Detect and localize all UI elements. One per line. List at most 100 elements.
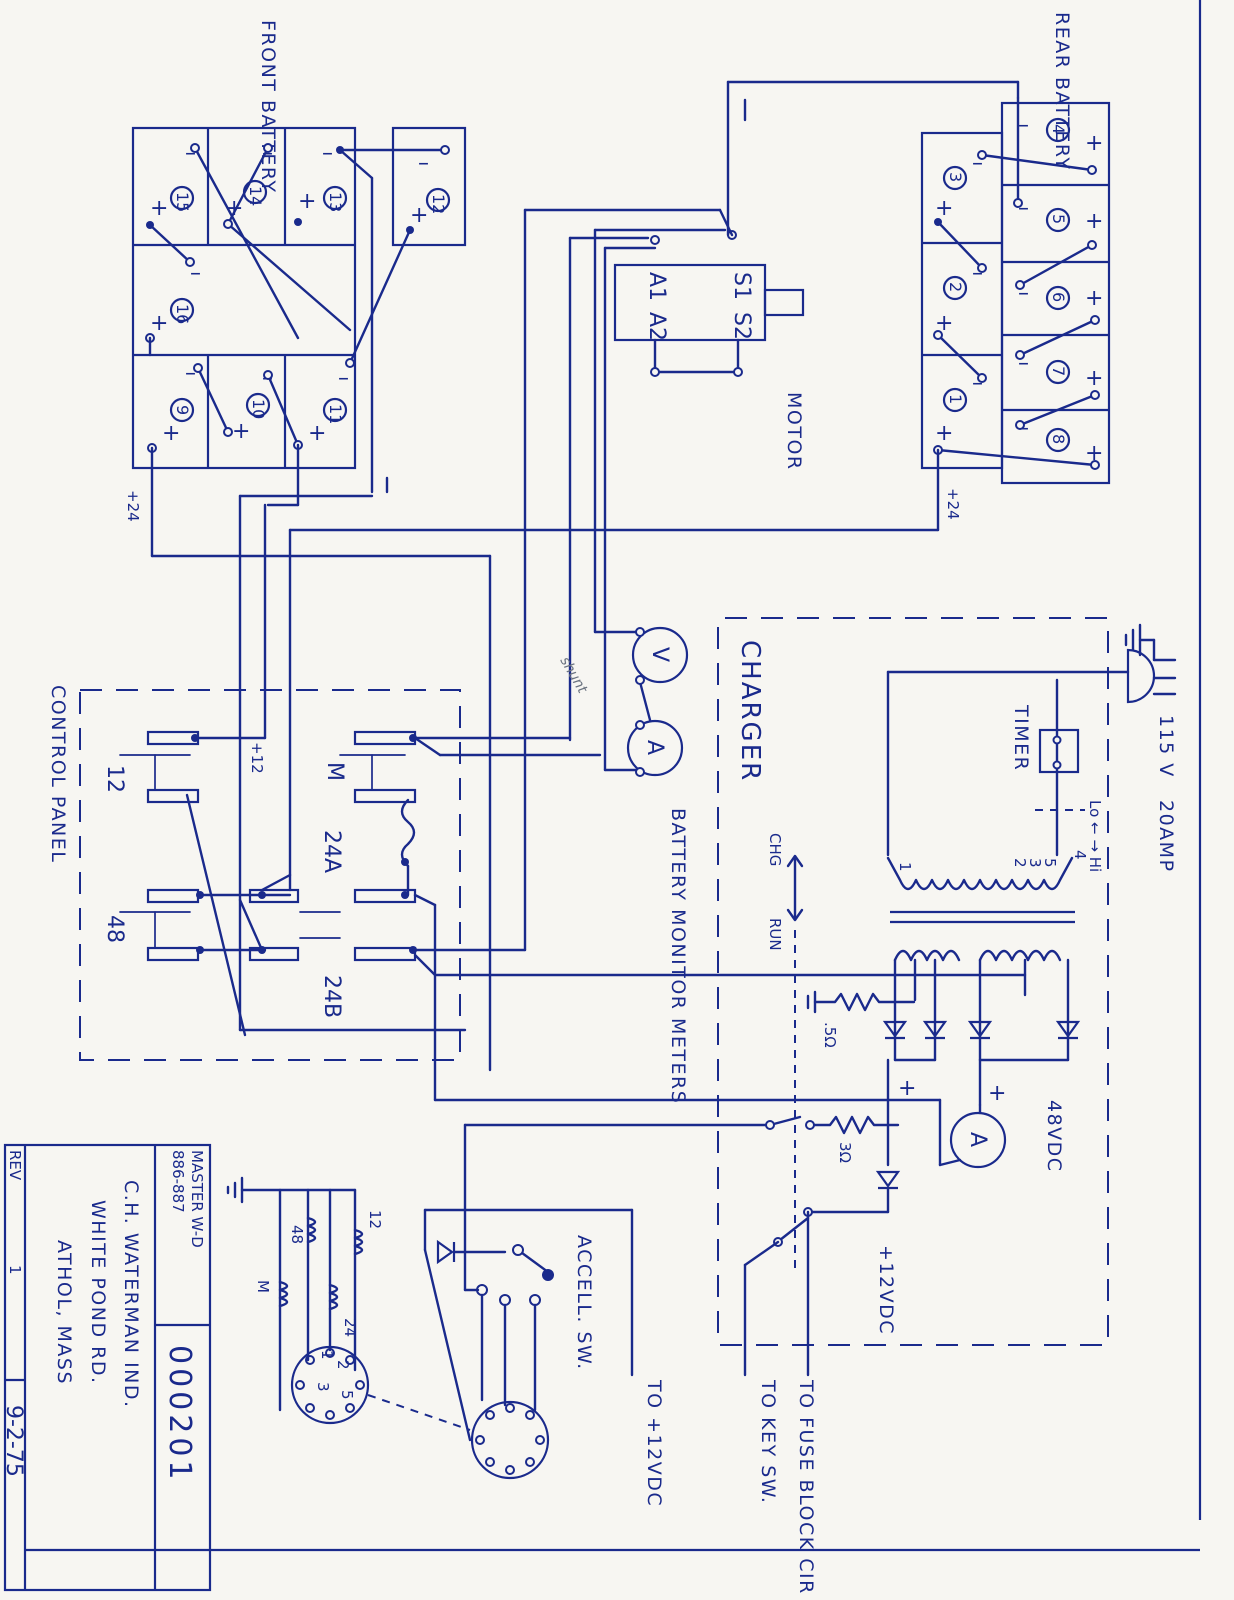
vdc-48-label: 48VDC <box>1043 1100 1065 1173</box>
rear-battery-block-b <box>1000 101 1111 485</box>
svg-text:16: 16 <box>173 304 192 324</box>
front-cell-15: 15 <box>169 185 195 212</box>
svg-text:–: – <box>972 151 983 176</box>
svg-text:+: + <box>988 1081 1006 1106</box>
contactor-24b-label: 24B <box>319 975 344 1018</box>
svg-text:+: + <box>1085 286 1103 311</box>
rear-cell-3: 3 <box>942 165 968 191</box>
svg-text:–: – <box>322 141 333 166</box>
charger-label: CHARGER <box>735 640 765 782</box>
front-cell-16: 16 <box>169 297 195 324</box>
svg-text:+: + <box>232 419 250 444</box>
plus-12-label: +12 <box>248 742 266 774</box>
svg-text:12: 12 <box>429 194 448 214</box>
vdc-12-label: +12VDC <box>875 1245 897 1335</box>
svg-text:–: – <box>190 261 201 286</box>
svg-text:48: 48 <box>288 1225 306 1244</box>
control-panel-label: CONTROL PANEL <box>47 685 69 863</box>
front-cell-11: 11 <box>322 397 348 424</box>
rear-battery-block <box>920 131 1004 470</box>
svg-text:3: 3 <box>1026 858 1044 868</box>
contactor-24a-label: 24A <box>319 830 344 873</box>
company-name: C.H. WATERMAN IND. <box>120 1180 142 1409</box>
charger-ammeter: A <box>938 1103 1007 1169</box>
plus-24-left: +24 <box>124 490 142 522</box>
svg-text:+: + <box>150 196 168 221</box>
svg-text:+: + <box>935 421 953 446</box>
rear-cell-2: 2 <box>942 275 968 301</box>
svg-text:+: + <box>298 189 316 214</box>
charger-diode-4 <box>1055 1020 1081 1040</box>
rear-cell-5: 5 <box>1045 207 1071 233</box>
svg-text:RUN: RUN <box>766 918 784 951</box>
svg-text:+: + <box>1085 131 1103 156</box>
contactor-m-label: M <box>322 762 347 781</box>
coil-circuit: 12 48 24 M <box>226 1176 384 1412</box>
motor: A1 A2 S1 S2 MOTOR <box>613 230 805 471</box>
battery-monitor-meters: V A shunt BATTERY MONITOR METERS <box>557 626 689 1104</box>
coil-connector: 1 2 3 5 <box>290 1345 370 1425</box>
svg-text:1: 1 <box>896 862 914 872</box>
svg-text:15: 15 <box>173 192 192 212</box>
svg-text:10: 10 <box>249 399 268 419</box>
svg-text:–: – <box>185 361 196 386</box>
accel-connector <box>470 1400 550 1480</box>
resistor-3-ohm-label: 3Ω <box>836 1142 854 1163</box>
svg-text:–: – <box>185 141 196 166</box>
rear-battery-label: REAR BATTERY <box>1051 12 1073 170</box>
charger-diode-2 <box>922 1020 948 1040</box>
svg-text:+: + <box>898 1076 916 1101</box>
svg-text:A: A <box>642 740 667 755</box>
contactor-12-label: 12 <box>102 765 127 793</box>
title-block: REV 1 9-2-75 MASTER W-D 886-887 000201 C… <box>1 1143 212 1592</box>
rev-label: REV <box>6 1150 24 1181</box>
svg-text:Lo ← → Hi: Lo ← → Hi <box>1086 800 1104 872</box>
svg-text:–: – <box>972 261 983 286</box>
control-panel: CONTROL PANEL 12 48 M 24A 24B <box>47 685 461 1061</box>
svg-text:1: 1 <box>318 1350 336 1360</box>
drawing-number: 000201 <box>162 1345 197 1484</box>
rear-cell-6: 6 <box>1045 285 1071 311</box>
svg-text:A2: A2 <box>644 312 669 341</box>
timer-label: TIMER <box>1010 704 1032 771</box>
svg-text:S2: S2 <box>729 312 754 340</box>
svg-text:4: 4 <box>1049 124 1068 134</box>
front-cell-10: 10 <box>245 392 271 419</box>
svg-text:13: 13 <box>326 192 345 212</box>
svg-text:+: + <box>410 203 428 228</box>
rear-cell-8: 8 <box>1045 427 1071 453</box>
charger-diode-3 <box>967 1020 993 1040</box>
svg-text:S1: S1 <box>729 272 754 300</box>
rear-battery: REAR BATTERY 3 2 1 4 5 6 7 8 – + – + – +… <box>920 12 1111 520</box>
svg-text:M: M <box>254 1280 272 1293</box>
svg-text:A: A <box>965 1132 990 1147</box>
svg-text:2: 2 <box>334 1360 352 1370</box>
ammeter: A <box>626 719 684 777</box>
company-city: ATHOL, MASS <box>53 1240 75 1385</box>
svg-text:5: 5 <box>1049 214 1068 224</box>
to-fuse-block-label: TO FUSE BLOCK CIR #1 <box>795 1379 817 1600</box>
svg-text:+: + <box>162 421 180 446</box>
svg-text:–: – <box>1018 113 1029 138</box>
front-cell-12: 12 <box>425 187 451 214</box>
svg-text:+: + <box>308 421 326 446</box>
rear-cell-1: 1 <box>942 387 968 413</box>
svg-text:2: 2 <box>946 282 965 292</box>
charger-diode-1 <box>882 1020 908 1040</box>
svg-text:3: 3 <box>314 1382 332 1392</box>
svg-text:+: + <box>1085 366 1103 391</box>
svg-text:9: 9 <box>173 405 192 415</box>
front-battery-block-a <box>131 126 357 470</box>
svg-text:shunt: shunt <box>557 654 591 697</box>
svg-text:+: + <box>150 311 168 336</box>
to-12vdc-label: TO +12VDC <box>643 1379 665 1507</box>
svg-text:V: V <box>647 647 672 662</box>
svg-text:+: + <box>935 196 953 221</box>
control-panel-border <box>79 689 461 1061</box>
front-battery-label: FRONT BATTERY <box>257 20 279 193</box>
plus-24-right: +24 <box>944 488 962 520</box>
resistor-half-ohm-label: .5Ω <box>821 1022 839 1048</box>
contactor-48-label: 48 <box>102 915 127 943</box>
battery-monitor-label: BATTERY MONITOR METERS <box>667 808 689 1104</box>
motor-label: MOTOR <box>783 392 805 471</box>
